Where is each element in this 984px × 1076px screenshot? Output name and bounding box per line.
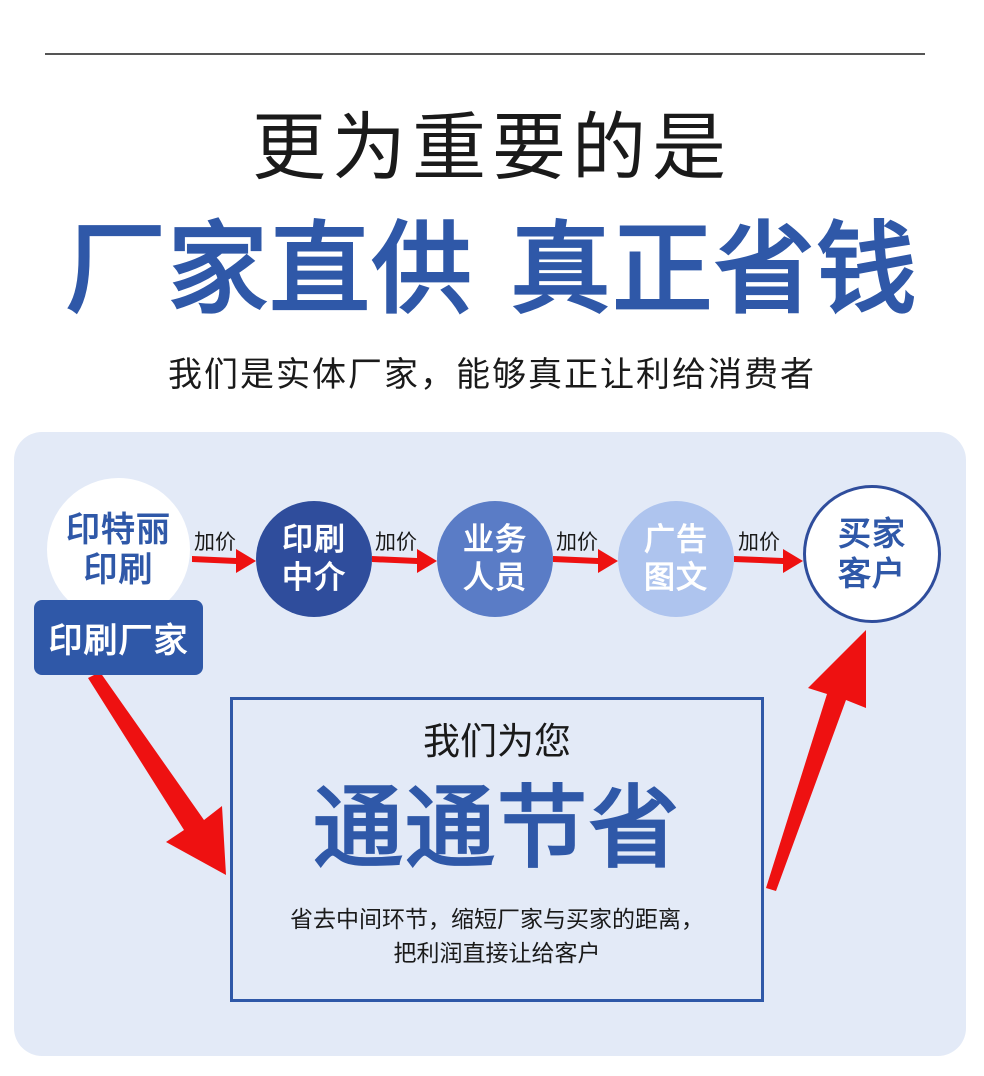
markup-arrow-3 <box>553 549 618 573</box>
agent-node-line2: 中介 <box>282 560 346 596</box>
markup-arrow-1 <box>192 549 256 573</box>
agent-node: 印刷 中介 <box>256 501 372 617</box>
savings-box: 我们为您 通通节省 省去中间环节，缩短厂家与买家的距离， 把利润直接让给客户 <box>230 697 764 1002</box>
ads-node-line1: 广告 <box>644 522 708 558</box>
headline-main: 厂家直供 真正省钱 <box>65 211 919 328</box>
factory-tag: 印刷厂家 <box>34 600 203 675</box>
sales-node: 业务 人员 <box>437 501 553 617</box>
markup-arrow-4 <box>734 549 803 573</box>
ads-node: 广告 图文 <box>618 501 734 617</box>
sales-node-line2: 人员 <box>463 560 527 596</box>
markup-arrow-2 <box>372 549 437 573</box>
savings-desc-line1: 省去中间环节，缩短厂家与买家的距离， <box>290 907 704 933</box>
buyer-node-line2: 客户 <box>838 554 906 593</box>
headline-subtitle: 我们是实体厂家，能够真正让利给消费者 <box>168 355 816 395</box>
factory-to-savings-arrow <box>88 672 226 875</box>
top-divider <box>45 53 925 55</box>
savings-desc-line2: 把利润直接让给客户 <box>393 941 601 967</box>
buyer-node: 买家 客户 <box>803 485 941 623</box>
savings-description: 省去中间环节，缩短厂家与买家的距离， 把利润直接让给客户 <box>233 903 761 971</box>
markup-label-1: 加价 <box>194 530 236 554</box>
savings-subtitle: 我们为您 <box>423 720 571 763</box>
factory-node-line2: 印刷 <box>83 549 154 590</box>
factory-node-line1: 印特丽 <box>66 509 171 550</box>
markup-label-2: 加价 <box>375 530 417 554</box>
savings-title: 通通节省 <box>313 776 681 881</box>
ads-node-line2: 图文 <box>644 560 708 596</box>
markup-label-3: 加价 <box>556 530 598 554</box>
agent-node-line1: 印刷 <box>282 522 346 558</box>
factory-node: 印特丽 印刷 <box>47 478 190 621</box>
headline-intro: 更为重要的是 <box>252 105 732 191</box>
buyer-node-line1: 买家 <box>838 514 906 553</box>
markup-label-4: 加价 <box>738 530 780 554</box>
sales-node-line1: 业务 <box>463 522 527 558</box>
savings-to-buyer-arrow <box>766 630 866 891</box>
